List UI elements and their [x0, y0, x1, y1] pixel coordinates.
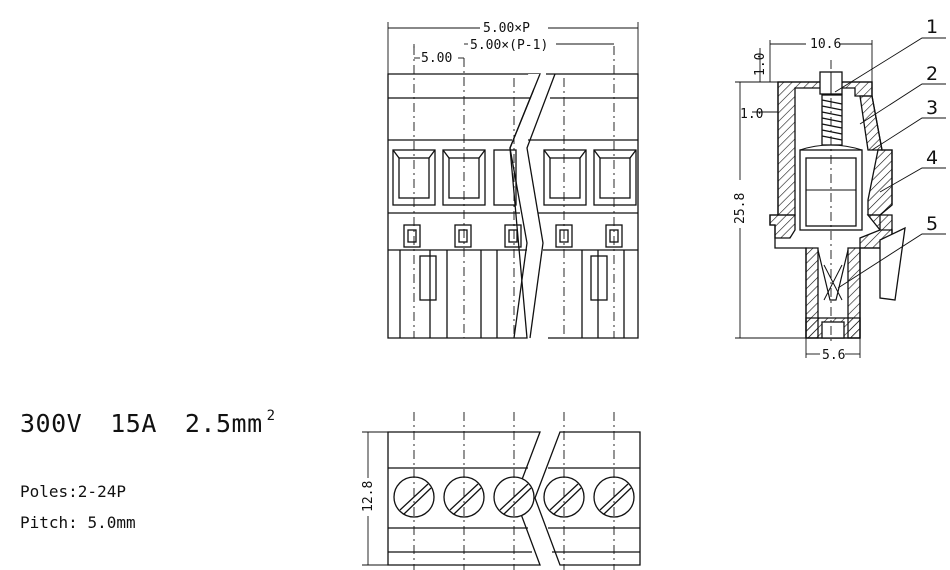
- dim-top-1-0-vertical: 1.0: [753, 53, 768, 76]
- dim-top-1-0: 1.0: [740, 107, 763, 122]
- dim-width-10-6: 10.6: [810, 37, 841, 52]
- dim-total-width: 5.00×P: [483, 21, 530, 36]
- callout-leaders: [834, 37, 946, 289]
- current-rating: 15A: [110, 409, 157, 438]
- pitch-spec: Pitch: 5.0mm: [20, 513, 136, 532]
- front-centerlines: [413, 46, 615, 338]
- dim-span-width: 5.00×(P-1): [470, 38, 548, 53]
- side-section-view: [769, 71, 906, 339]
- dim-pitch: 5.00: [421, 51, 452, 66]
- front-view: [387, 73, 639, 339]
- callout-5: 5: [926, 213, 938, 235]
- poles-spec: Poles:2-24P: [20, 482, 126, 501]
- callout-3: 3: [926, 97, 938, 119]
- callout-4: 4: [926, 147, 938, 169]
- dim-depth-12-8: 12.8: [361, 481, 376, 512]
- dim-height-25-8: 25.8: [733, 193, 748, 224]
- pitch-value: 5.0mm: [87, 513, 136, 532]
- top-centerlines: [413, 412, 615, 570]
- pitch-label: Pitch:: [20, 513, 78, 532]
- callout-1: 1: [926, 16, 938, 38]
- wire-size-value: 2.5mm: [184, 409, 263, 438]
- wire-size-exponent: 2: [266, 408, 276, 424]
- dim-bottom-5-6: 5.6: [822, 348, 845, 363]
- callout-2: 2: [926, 63, 938, 85]
- front-dimensions: [387, 22, 639, 74]
- top-dimensions: [362, 431, 388, 566]
- voltage-rating: 300V: [20, 409, 83, 438]
- side-dimensions: [735, 40, 873, 358]
